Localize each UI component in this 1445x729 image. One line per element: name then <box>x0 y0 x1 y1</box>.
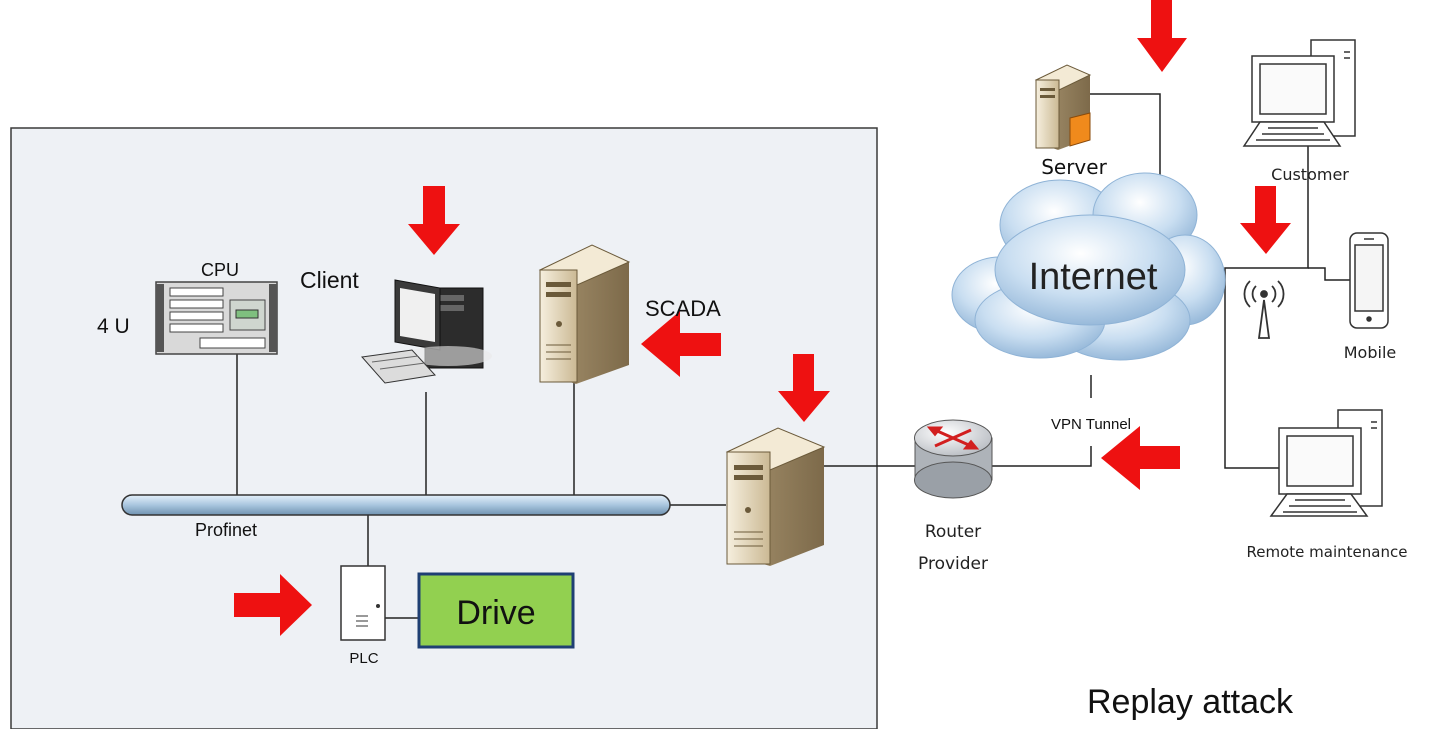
scada-server-icon <box>538 244 631 384</box>
plc-label: PLC <box>349 650 378 667</box>
vpn-tunnel-label: VPN Tunnel <box>1051 416 1131 433</box>
customer-pc-icon <box>1242 39 1356 147</box>
attack-arrows <box>234 0 1291 636</box>
drive-label: Drive <box>456 594 535 632</box>
server-label: Server <box>1041 155 1107 179</box>
client-pc-icon <box>361 279 492 384</box>
provider-label: Provider <box>918 554 988 574</box>
drive-box <box>417 572 575 649</box>
attack-arrow-wireless <box>1240 186 1291 254</box>
customer-label: Customer <box>1271 165 1349 184</box>
cpu-rack-icon <box>155 281 278 355</box>
internet-cloud-icon <box>951 172 1226 361</box>
attack-arrow-vpn <box>1101 426 1180 490</box>
remote-maintenance-label: Remote maintenance <box>1247 543 1408 561</box>
attack-arrow-scada <box>641 311 721 377</box>
mobile-phone-icon <box>1349 232 1389 329</box>
attack-arrow-client <box>408 186 460 255</box>
replay-attack-caption: Replay attack <box>1087 683 1294 721</box>
profinet-bus <box>121 494 671 516</box>
remote-maintenance-pc-icon <box>1269 409 1383 517</box>
client-label: Client <box>300 267 359 293</box>
plc-icon <box>340 565 386 641</box>
profinet-label: Profinet <box>195 520 257 540</box>
internet-label: Internet <box>1029 256 1158 298</box>
attack-arrow-server <box>1137 0 1187 72</box>
attack-arrow-plc <box>234 574 312 636</box>
attack-arrow-gateway <box>778 354 830 422</box>
gateway-server-icon <box>725 427 826 566</box>
router-icon <box>914 419 993 499</box>
router-label: Router <box>925 522 981 542</box>
antenna-icon <box>1243 280 1285 339</box>
mobile-label: Mobile <box>1344 343 1396 362</box>
connection-lines <box>236 93 1350 619</box>
scada-label: SCADA <box>645 296 721 321</box>
internet-server-icon <box>1034 64 1092 150</box>
rack-units-label: 4 U <box>97 315 130 338</box>
cpu-label: CPU <box>201 260 239 280</box>
